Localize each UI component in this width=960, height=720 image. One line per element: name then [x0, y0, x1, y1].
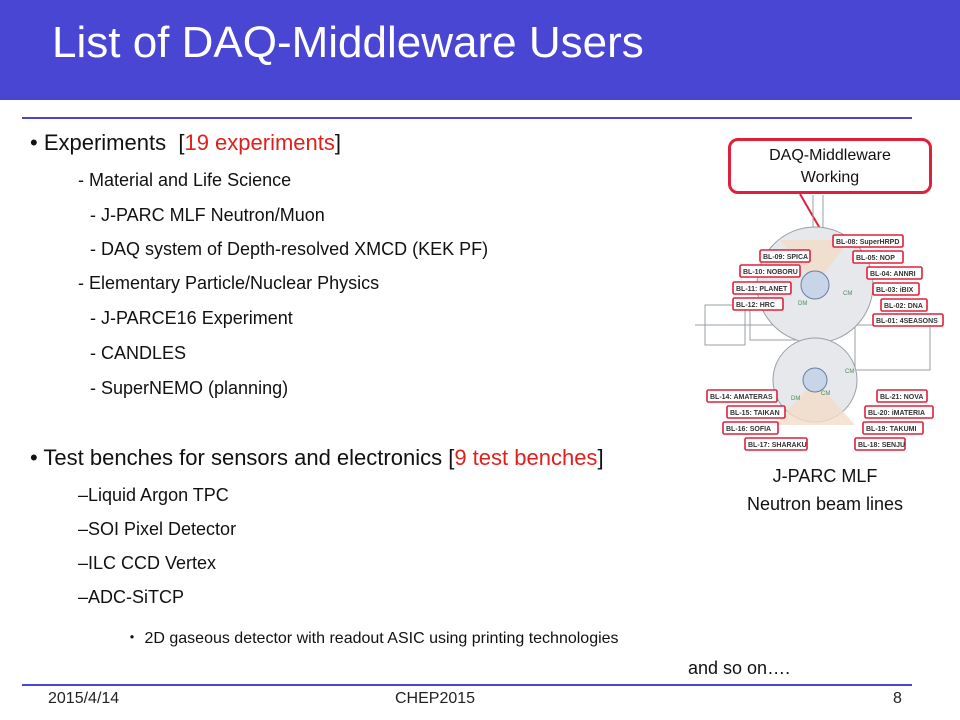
experiments-count: 19 experiments [184, 130, 335, 155]
callout-box: DAQ-Middleware Working [728, 138, 932, 194]
beamline-label: BL-20: iMATERIA [864, 405, 934, 419]
beam-fan [775, 380, 855, 425]
svg-text:BL-01: 4SEASONS: BL-01: 4SEASONS [876, 318, 938, 325]
svg-text:BL-08: SuperHRPD: BL-08: SuperHRPD [836, 239, 899, 246]
footer-conference: CHEP2015 [395, 690, 476, 707]
page-title: List of DAQ-Middleware Users [52, 18, 644, 67]
map-mark: DM [791, 396, 800, 402]
bracket-open: [ [178, 130, 185, 155]
and-so-on: and so on…. [688, 658, 791, 678]
map-caption: J-PARC MLF Neutron beam lines [715, 462, 935, 518]
svg-text:BL-04: ANNRI: BL-04: ANNRI [870, 271, 916, 278]
map-mark: CM [843, 291, 852, 297]
beamline-label: BL-04: ANNRI [866, 266, 923, 280]
svg-text:BL-17: SHARAKU: BL-17: SHARAKU [748, 442, 807, 449]
list-item: - Material and Life Science [78, 170, 292, 190]
svg-text:BL-09: SPICA: BL-09: SPICA [763, 254, 808, 261]
sub-bullet: ・ [124, 630, 141, 647]
beamline-label: BL-15: TAIKAN [726, 405, 786, 419]
bullet: • [30, 445, 38, 470]
beamline-label: BL-09: SPICA [759, 249, 811, 263]
bracket-open: [ [448, 445, 455, 470]
list-item: –SOI Pixel Detector [78, 519, 237, 539]
svg-text:BL-12: HRC: BL-12: HRC [736, 302, 775, 309]
svg-text:BL-18: SENJU: BL-18: SENJU [858, 442, 905, 449]
beamline-label: BL-11: PLANET [732, 281, 792, 295]
testbenches-label: Test benches for sensors and electronics [43, 445, 443, 470]
callout-line-1: DAQ-Middleware [769, 147, 891, 164]
bullet: • [30, 130, 38, 155]
list-item: - J-PARC MLF Neutron/Muon [90, 205, 325, 225]
beamline-label: BL-19: TAKUMI [862, 421, 924, 435]
beamline-label: BL-10: NOBORU [739, 264, 801, 278]
beamline-label: BL-18: SENJU [854, 437, 906, 451]
beamline-label: BL-12: HRC [732, 297, 784, 311]
target-station [802, 367, 828, 393]
list-item: - Elementary Particle/Nuclear Physics [78, 273, 380, 293]
beamline-label: BL-16: SOFIA [722, 421, 779, 435]
svg-text:BL-21: NOVA: BL-21: NOVA [880, 394, 923, 401]
list-item: - J-PARCE16 Experiment [90, 308, 293, 328]
svg-text:BL-14: AMATERAS: BL-14: AMATERAS [710, 394, 773, 401]
svg-text:BL-10: NOBORU: BL-10: NOBORU [743, 269, 798, 276]
map-mark: DM [798, 301, 807, 307]
beamline-label: BL-17: SHARAKU [744, 437, 808, 451]
footer-date: 2015/4/14 [48, 690, 120, 707]
list-item: –ILC CCD Vertex [78, 553, 217, 573]
list-item: –Liquid Argon TPC [78, 485, 229, 505]
svg-text:BL-16: SOFIA: BL-16: SOFIA [726, 426, 771, 433]
beamline-labels: BL-08: SuperHRPD BL-09: SPICA BL-05: NOP BL… [706, 234, 944, 451]
beamline-label: BL-14: AMATERAS [706, 389, 778, 403]
svg-text:BL-15: TAIKAN: BL-15: TAIKAN [730, 410, 780, 417]
svg-text:BL-03: iBIX: BL-03: iBIX [876, 287, 914, 294]
testbenches-count: 9 test benches [454, 445, 598, 470]
map-mark: CM [845, 369, 854, 375]
svg-text:BL-02: DNA: BL-02: DNA [884, 303, 923, 310]
svg-text:BL-20: iMATERIA: BL-20: iMATERIA [868, 410, 925, 417]
title-bar [0, 0, 960, 100]
callout-line-2: Working [800, 169, 860, 186]
footer-page-number: 8 [893, 690, 902, 707]
svg-text:BL-19: TAKUMI: BL-19: TAKUMI [866, 426, 916, 433]
svg-text:BL-11: PLANET: BL-11: PLANET [736, 286, 788, 293]
list-item: –ADC-SiTCP [78, 587, 185, 607]
testbenches-heading: • Test benches for sensors and electroni… [30, 445, 604, 471]
beamline-label: BL-03: iBIX [872, 282, 920, 296]
list-item: - CANDLES [90, 343, 187, 363]
bottom-rule [22, 684, 912, 686]
beamline-label: BL-08: SuperHRPD [832, 234, 904, 248]
caption-line-2: Neutron beam lines [746, 494, 904, 514]
beamline-label: BL-21: NOVA [876, 389, 928, 403]
sub-item-text: 2D gaseous detector with readout ASIC us… [144, 630, 619, 647]
experiments-heading: • Experiments [19 experiments] [30, 130, 341, 156]
top-rule [22, 117, 912, 119]
sub-list-item: ・ 2D gaseous detector with readout ASIC … [124, 624, 619, 648]
caption-line-1: J-PARC MLF [772, 466, 878, 486]
bracket-close: ] [334, 130, 342, 155]
bracket-close: ] [597, 445, 604, 470]
map-mark: CM [821, 391, 830, 397]
target-station [800, 270, 830, 300]
beamline-label: BL-01: 4SEASONS [872, 313, 944, 327]
beamline-label: BL-02: DNA [880, 298, 928, 312]
list-item: - SuperNEMO (planning) [90, 378, 289, 398]
map-marks: CM DM CM DM CM [791, 291, 854, 402]
experiments-label: Experiments [43, 130, 167, 155]
list-item: - DAQ system of Depth-resolved XMCD (KEK… [90, 239, 489, 259]
beamline-label: BL-05: NOP [852, 250, 904, 264]
svg-text:BL-05: NOP: BL-05: NOP [856, 255, 895, 262]
